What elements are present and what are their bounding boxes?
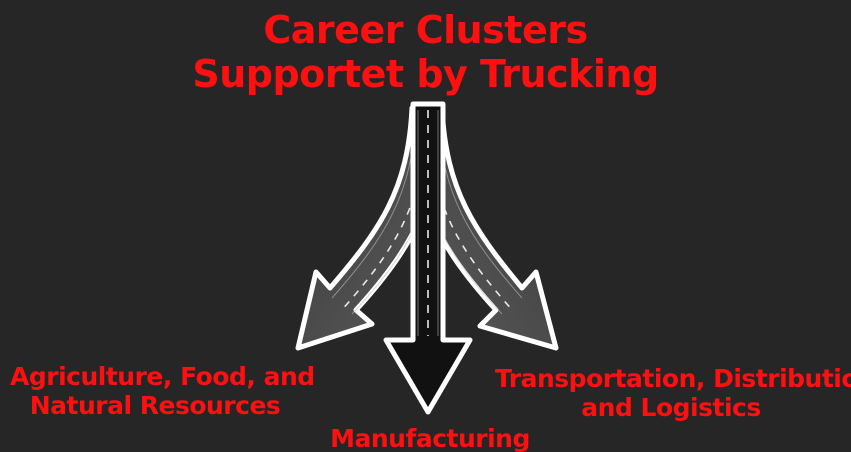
diagram-title: Career Clusters Supportet by Trucking (0, 8, 851, 96)
title-line-1: Career Clusters (263, 8, 588, 52)
label-agriculture: Agriculture, Food, and Natural Resources (10, 362, 315, 420)
label-agriculture-line-2: Natural Resources (29, 391, 281, 420)
label-transportation-line-2: and Logistics (581, 393, 761, 422)
center-branch-arrow (383, 101, 473, 415)
label-transportation: Transportation, Distribution, and Logist… (495, 364, 851, 422)
label-manufacturing-line-1: Manufacturing (330, 424, 530, 452)
title-line-2: Supportet by Trucking (192, 52, 659, 96)
label-manufacturing: Manufacturing (320, 424, 540, 452)
label-agriculture-line-1: Agriculture, Food, and (10, 362, 315, 391)
label-transportation-line-1: Transportation, Distribution, (495, 364, 851, 393)
